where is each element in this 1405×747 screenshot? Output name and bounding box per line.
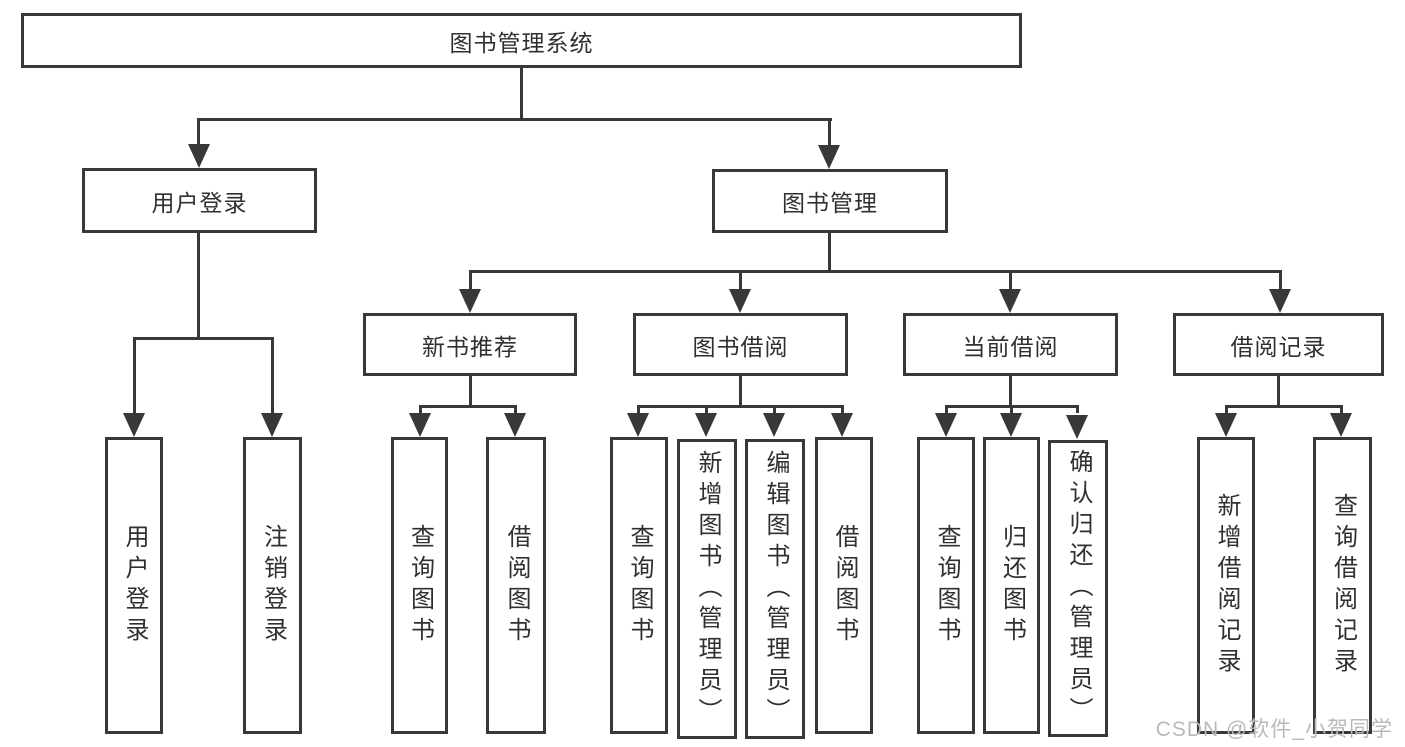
connector-borrowrecord-bar <box>1225 405 1342 408</box>
connector-bookmgmt-drop-4 <box>1279 270 1282 289</box>
arrow-to-leaf-query-book-1 <box>409 413 431 437</box>
leaf-confirm-return-admin-label: 确认归还（管理员） <box>1065 449 1092 728</box>
arrow-to-leaf-query-borrow-record <box>1330 413 1352 437</box>
leaf-add-borrow-record-label: 新增借阅记录 <box>1213 492 1240 679</box>
leaf-add-book-admin-label: 新增图书（管理员） <box>694 449 721 729</box>
node-borrow-record: 借阅记录 <box>1173 313 1384 376</box>
connector-bookborrow-drop-1 <box>637 405 640 413</box>
node-book-borrow: 图书借阅 <box>633 313 848 376</box>
arrow-to-leaf-confirm-return <box>1066 415 1088 439</box>
arrow-to-book-management <box>818 145 840 169</box>
leaf-borrow-book-1-label: 借阅图书 <box>503 523 530 648</box>
connector-bookmgmt-drop-2 <box>739 270 742 289</box>
leaf-add-book-admin: 新增图书（管理员） <box>677 439 737 739</box>
leaf-query-borrow-record: 查询借阅记录 <box>1313 437 1372 734</box>
connector-newbook-drop-1 <box>419 405 422 413</box>
arrow-to-leaf-edit-book-admin <box>763 413 785 437</box>
csdn-watermark: CSDN @软件_小贺同学 <box>1155 718 1393 741</box>
leaf-borrow-book-2: 借阅图书 <box>815 437 873 734</box>
connector-borrowrecord-stem <box>1277 376 1280 405</box>
leaf-return-book-label: 归还图书 <box>998 523 1026 648</box>
node-new-book-recommend: 新书推荐 <box>363 313 577 376</box>
arrow-to-current-borrow <box>999 289 1021 313</box>
connector-currentborrow-drop-1 <box>945 405 948 413</box>
arrow-to-leaf-add-book-admin <box>695 413 717 437</box>
connector-root-drop-right <box>828 118 831 146</box>
node-book-management-label: 图书管理 <box>782 190 878 216</box>
leaf-add-borrow-record: 新增借阅记录 <box>1197 437 1255 734</box>
node-user-login: 用户登录 <box>82 168 317 233</box>
node-book-borrow-label: 图书借阅 <box>692 333 789 360</box>
connector-bookmgmt-drop-1 <box>469 270 472 289</box>
arrow-to-leaf-borrow-book-1 <box>504 413 526 437</box>
connector-root-bar <box>197 118 832 121</box>
node-new-book-recommend-label: 新书推荐 <box>422 333 518 360</box>
node-current-borrow-label: 当前借阅 <box>962 333 1059 360</box>
connector-bookmgmt-drop-3 <box>1009 270 1012 289</box>
leaf-query-book-1: 查询图书 <box>391 437 448 734</box>
connector-bookborrow-drop-4 <box>841 405 844 413</box>
leaf-borrow-book-1: 借阅图书 <box>486 437 546 734</box>
leaf-edit-book-admin-label: 编辑图书（管理员） <box>762 449 789 729</box>
leaf-query-borrow-record-label: 查询借阅记录 <box>1329 492 1357 679</box>
leaf-query-book-2: 查询图书 <box>610 437 668 734</box>
arrow-to-new-book-recommend <box>459 289 481 313</box>
connector-userlogin-stem <box>197 233 200 337</box>
arrow-to-leaf-logout <box>261 413 283 437</box>
leaf-return-book: 归还图书 <box>983 437 1040 734</box>
node-root: 图书管理系统 <box>21 13 1022 68</box>
leaf-user-login: 用户登录 <box>105 437 163 734</box>
connector-newbook-bar <box>419 405 517 408</box>
connector-userlogin-drop-1 <box>133 337 136 413</box>
leaf-query-book-3: 查询图书 <box>917 437 975 734</box>
connector-newbook-stem <box>469 376 472 405</box>
node-root-label: 图书管理系统 <box>449 29 594 56</box>
arrow-to-user-login <box>188 144 210 168</box>
connector-userlogin-drop-2 <box>271 337 274 413</box>
arrow-to-leaf-return-book <box>1000 413 1022 437</box>
connector-bookmgmt-stem <box>828 233 831 270</box>
connector-newbook-drop-2 <box>514 405 517 413</box>
connector-root-stem <box>520 68 523 118</box>
arrow-to-leaf-borrow-book-2 <box>831 413 853 437</box>
arrow-to-leaf-query-book-3 <box>935 413 957 437</box>
connector-currentborrow-drop-2 <box>1010 405 1013 413</box>
node-borrow-record-label: 借阅记录 <box>1230 333 1327 360</box>
connector-bookborrow-stem <box>739 376 742 405</box>
connector-currentborrow-stem <box>1009 376 1012 405</box>
arrow-to-leaf-add-borrow-record <box>1215 413 1237 437</box>
connector-borrowrecord-drop-2 <box>1340 405 1343 413</box>
connector-borrowrecord-drop-1 <box>1225 405 1228 413</box>
connector-root-drop-left <box>197 118 200 146</box>
arrow-to-book-borrow <box>729 289 751 313</box>
node-current-borrow: 当前借阅 <box>903 313 1118 376</box>
connector-bookborrow-bar <box>637 405 844 408</box>
leaf-logout: 注销登录 <box>243 437 302 734</box>
connector-bookmgmt-bar <box>469 270 1282 273</box>
arrow-to-leaf-query-book-2 <box>627 413 649 437</box>
node-user-login-label: 用户登录 <box>151 189 248 216</box>
leaf-edit-book-admin: 编辑图书（管理员） <box>745 439 805 739</box>
connector-bookborrow-drop-3 <box>773 405 776 413</box>
leaf-query-book-2-label: 查询图书 <box>626 523 653 648</box>
connector-currentborrow-drop-3 <box>1076 405 1079 413</box>
node-book-management: 图书管理 <box>712 169 948 233</box>
arrow-to-leaf-user-login <box>123 413 145 437</box>
leaf-query-book-3-label: 查询图书 <box>933 523 960 648</box>
arrow-to-borrow-record <box>1269 289 1291 313</box>
leaf-logout-label: 注销登录 <box>259 523 287 648</box>
leaf-borrow-book-2-label: 借阅图书 <box>831 523 858 648</box>
connector-bookborrow-drop-2 <box>705 405 708 413</box>
connector-userlogin-bar <box>133 337 274 340</box>
leaf-query-book-1-label: 查询图书 <box>406 523 434 648</box>
leaf-user-login-label: 用户登录 <box>121 523 148 648</box>
leaf-confirm-return-admin: 确认归还（管理员） <box>1048 440 1108 737</box>
